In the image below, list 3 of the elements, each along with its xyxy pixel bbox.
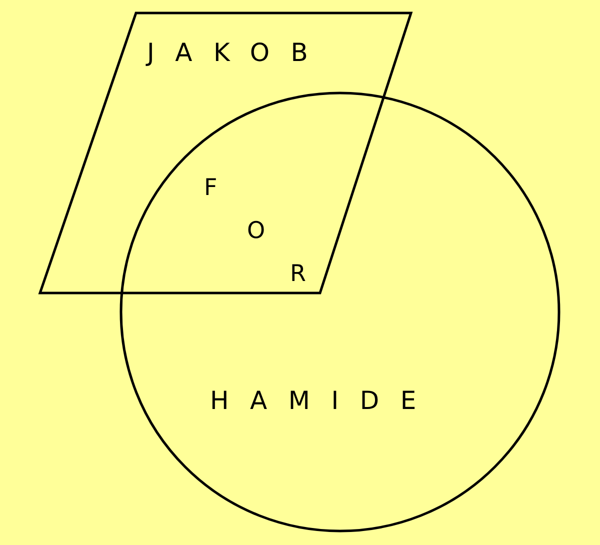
diagonal-word: FOR: [204, 177, 307, 289]
name-text: JAKOB: [147, 40, 330, 65]
name-text: HAMIDE: [210, 388, 438, 413]
